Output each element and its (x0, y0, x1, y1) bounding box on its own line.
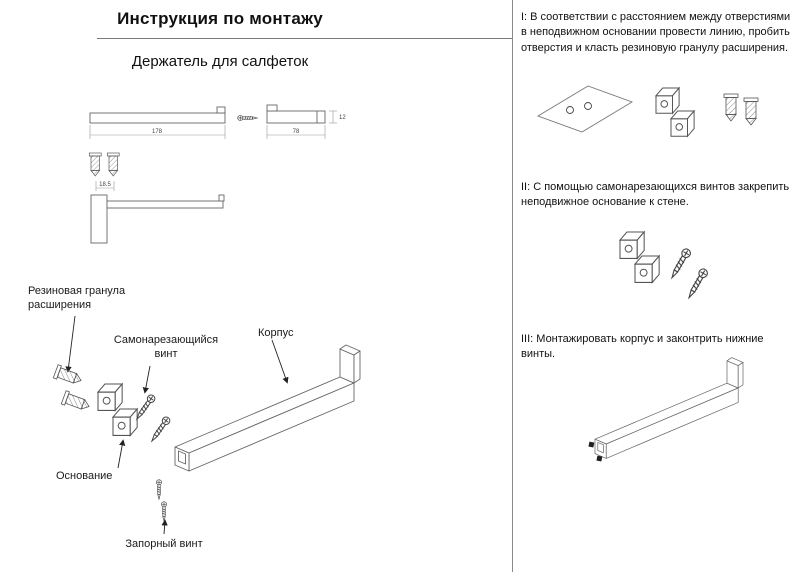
self-tapping-screw-icon (133, 392, 157, 422)
step-1-drawing (536, 85, 759, 137)
locking-screw-icon (156, 479, 162, 500)
locking-screw-icon (588, 441, 603, 462)
exploded-view-drawing (52, 315, 361, 535)
dimension-lines (89, 125, 226, 139)
rubber-dowel-icon (106, 152, 120, 177)
base-block-icon (670, 110, 695, 137)
drill-hole-icon (584, 102, 592, 110)
right-panel: I: В соответствии с расстоянием между от… (513, 0, 800, 572)
holder-top-view (89, 106, 226, 124)
page-title: Инструкция по монтажу (117, 9, 323, 28)
label-self-tapping-screw: Самонарезающийся винт (113, 334, 219, 360)
dim-bar-length: 178 (152, 129, 163, 135)
self-tapping-screw-icon (148, 414, 172, 444)
holder-side-view (90, 194, 225, 244)
self-tapping-screw-icon (684, 266, 710, 301)
base-block-icon (619, 231, 645, 259)
label-rubber-granule: Резиновая гранула расширения (28, 285, 126, 311)
callout-arrows (65, 315, 289, 535)
step-1-text: I: В соответствии с расстоянием между от… (521, 11, 791, 54)
self-tapping-screw-icon (667, 246, 693, 281)
base-block-icon (97, 383, 123, 411)
rubber-dowel-icon (743, 97, 759, 126)
wall-plate-icon (536, 85, 634, 133)
dimension-lines (266, 110, 337, 139)
rubber-dowel-icon (88, 152, 102, 177)
holder-body-icon (594, 357, 744, 459)
holder-body-icon (174, 344, 361, 472)
step-3-text: III: Монтажировать корпус и законтрить н… (521, 333, 764, 361)
screw-icon (237, 115, 258, 121)
dim-end-height: 12 (339, 115, 346, 121)
base-block-icon (112, 408, 138, 436)
drill-hole-icon (566, 106, 574, 114)
dimension-lines (95, 181, 115, 191)
base-block-icon (634, 255, 660, 283)
rubber-dowel-icon (723, 93, 739, 122)
dim-hole-spacing: 18.5 (99, 182, 111, 188)
product-subtitle: Держатель для салфеток (131, 53, 309, 70)
left-panel: Инструкция по монтажу Держатель для салф… (28, 9, 512, 550)
label-body: Корпус (258, 327, 294, 339)
step-3-drawing (588, 357, 744, 462)
step-2-text: II: С помощью самонарезающихся винтов за… (521, 181, 790, 209)
rubber-dowel-icon (60, 390, 92, 414)
base-block-icon (655, 87, 680, 114)
label-locking-screw: Запорный винт (125, 538, 203, 550)
dimension-drawing: 178 78 12 (88, 104, 346, 244)
holder-end-view (266, 104, 326, 124)
locking-screw-icon (161, 501, 167, 522)
title-underline (97, 38, 512, 39)
label-base: Основание (56, 470, 113, 482)
vertical-divider (512, 0, 513, 572)
dim-end-length: 78 (293, 129, 300, 135)
step-2-drawing (619, 231, 710, 301)
